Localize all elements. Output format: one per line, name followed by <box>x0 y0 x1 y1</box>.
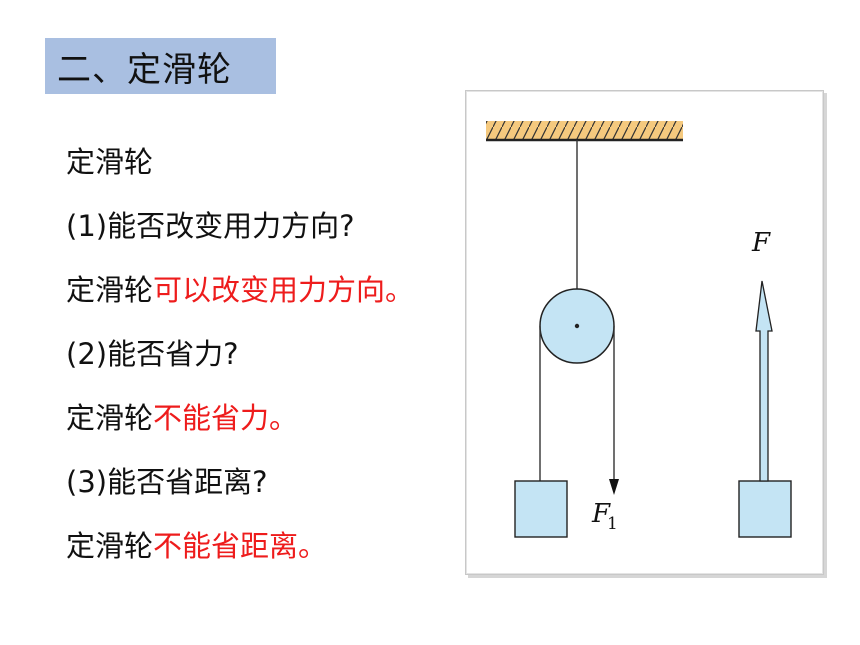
f1-arrow-head <box>609 479 619 495</box>
text-line-2: (1)能否改变用力方向? <box>66 194 414 258</box>
line-highlight: 不能省距离。 <box>153 529 328 563</box>
text-line-3: 定滑轮可以改变用力方向。 <box>66 258 414 322</box>
f-label: F <box>751 228 771 258</box>
line-text: (2)能否省力? <box>66 337 239 371</box>
line-text: 定滑轮 <box>66 529 154 563</box>
fixed-pulley-diagram: F 1 F <box>486 121 792 538</box>
left-block <box>514 480 568 538</box>
text-lines: 定滑轮 (1)能否改变用力方向? 定滑轮可以改变用力方向。 (2)能否省力? 定… <box>66 130 414 578</box>
text-line-1: 定滑轮 <box>66 130 414 194</box>
line-text: 定滑轮 <box>66 145 154 179</box>
text-line-7: 定滑轮不能省距离。 <box>66 514 414 578</box>
line-text: 定滑轮 <box>66 401 154 435</box>
section-title-banner: 二、定滑轮 <box>45 38 276 94</box>
upward-force-arrow <box>755 280 773 482</box>
pulley-diagram-frame: F 1 F <box>465 90 824 575</box>
f1-label: F <box>591 499 611 529</box>
text-line-6: (3)能否省距离? <box>66 450 414 514</box>
line-highlight: 不能省力。 <box>153 401 299 435</box>
line-text: (1)能否改变用力方向? <box>66 209 355 243</box>
line-text: (3)能否省距离? <box>66 465 268 499</box>
section-title: 二、定滑轮 <box>57 49 232 90</box>
pulley-axle <box>574 323 580 329</box>
right-block <box>738 480 792 538</box>
text-line-4: (2)能否省力? <box>66 322 414 386</box>
text-line-5: 定滑轮不能省力。 <box>66 386 414 450</box>
ceiling <box>486 121 683 142</box>
f1-label-subscript: 1 <box>607 514 618 534</box>
line-text: 定滑轮 <box>66 273 154 307</box>
ceiling-hatch <box>486 121 683 139</box>
line-highlight: 可以改变用力方向。 <box>153 273 415 307</box>
